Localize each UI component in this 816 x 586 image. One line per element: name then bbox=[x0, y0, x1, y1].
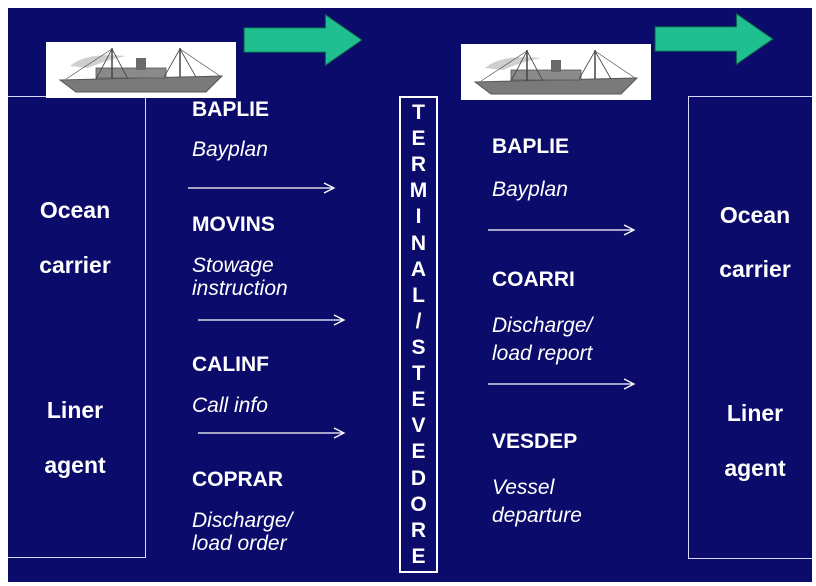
terminal-letter: N bbox=[410, 231, 427, 255]
diagram-canvas: Ocean carrier Liner agent Ocean carrier … bbox=[8, 8, 812, 582]
right-msg-desc-2a: Discharge/ bbox=[492, 314, 593, 337]
right-party-agent: agent bbox=[724, 455, 786, 481]
left-party-agent: agent bbox=[44, 452, 106, 478]
left-msg-code-1: BAPLIE bbox=[192, 98, 270, 121]
terminal-letter: M bbox=[409, 179, 428, 203]
right-msg-desc-3a: Vessel bbox=[492, 476, 555, 499]
terminal-letter: E bbox=[411, 440, 426, 464]
right-party-liner: Liner bbox=[726, 400, 784, 426]
left-msg-desc-4b: load order bbox=[192, 532, 287, 555]
right-arrow-icon bbox=[188, 181, 338, 195]
right-party-ocean: Ocean bbox=[719, 202, 791, 228]
terminal-letter: / bbox=[415, 309, 422, 333]
right-msg-desc-2b: load report bbox=[492, 342, 593, 365]
left-ship-panel bbox=[46, 42, 236, 98]
terminal-letter: E bbox=[411, 388, 426, 412]
left-msg-code-2: MOVINS bbox=[192, 213, 275, 236]
right-msg-desc-1: Bayplan bbox=[492, 178, 568, 201]
left-msg-desc-2a: Stowage bbox=[192, 254, 274, 277]
terminal-letter: R bbox=[410, 153, 427, 177]
left-party-box: Ocean carrier Liner agent bbox=[8, 96, 146, 558]
right-msg-desc-3b: departure bbox=[492, 504, 582, 527]
terminal-letter: S bbox=[411, 335, 426, 359]
green-right-arrow-icon bbox=[242, 13, 364, 67]
right-msg-code-3: VESDEP bbox=[492, 430, 578, 453]
left-msg-code-3: CALINF bbox=[192, 353, 269, 376]
terminal-letter: L bbox=[412, 283, 425, 307]
terminal-letter: E bbox=[411, 127, 426, 151]
terminal-letter: T bbox=[412, 101, 425, 124]
terminal-letter: V bbox=[411, 414, 426, 438]
left-msg-desc-1: Bayplan bbox=[192, 138, 268, 161]
right-arrow-icon bbox=[488, 377, 638, 391]
terminal-letter: D bbox=[410, 466, 427, 490]
terminal-letter: E bbox=[411, 544, 426, 568]
terminal-letter: A bbox=[410, 257, 427, 281]
left-msg-desc-3: Call info bbox=[192, 394, 268, 417]
ship-icon bbox=[56, 46, 226, 96]
terminal-letter: T bbox=[412, 362, 425, 386]
right-arrow-icon bbox=[488, 223, 638, 237]
right-msg-code-1: BAPLIE bbox=[492, 135, 570, 158]
right-msg-code-2: COARRI bbox=[492, 268, 575, 291]
left-party-ocean: Ocean bbox=[39, 197, 111, 223]
right-party-carrier: carrier bbox=[719, 256, 791, 282]
terminal-letter: R bbox=[410, 518, 427, 542]
right-arrow-icon bbox=[198, 313, 348, 327]
left-party-carrier: carrier bbox=[39, 252, 111, 278]
left-msg-code-4: COPRAR bbox=[192, 468, 284, 491]
ship-icon bbox=[471, 48, 641, 98]
terminal-letter: O bbox=[410, 492, 427, 516]
right-arrow-icon bbox=[198, 426, 348, 440]
right-ship-panel bbox=[461, 44, 651, 100]
left-party-liner: Liner bbox=[46, 397, 104, 423]
green-right-arrow-icon bbox=[653, 12, 775, 66]
left-msg-desc-2b: instruction bbox=[192, 277, 288, 300]
left-msg-desc-4a: Discharge/ bbox=[192, 509, 293, 532]
terminal-letter: I bbox=[415, 205, 422, 229]
right-party-box: Ocean carrier Liner agent bbox=[688, 96, 812, 559]
